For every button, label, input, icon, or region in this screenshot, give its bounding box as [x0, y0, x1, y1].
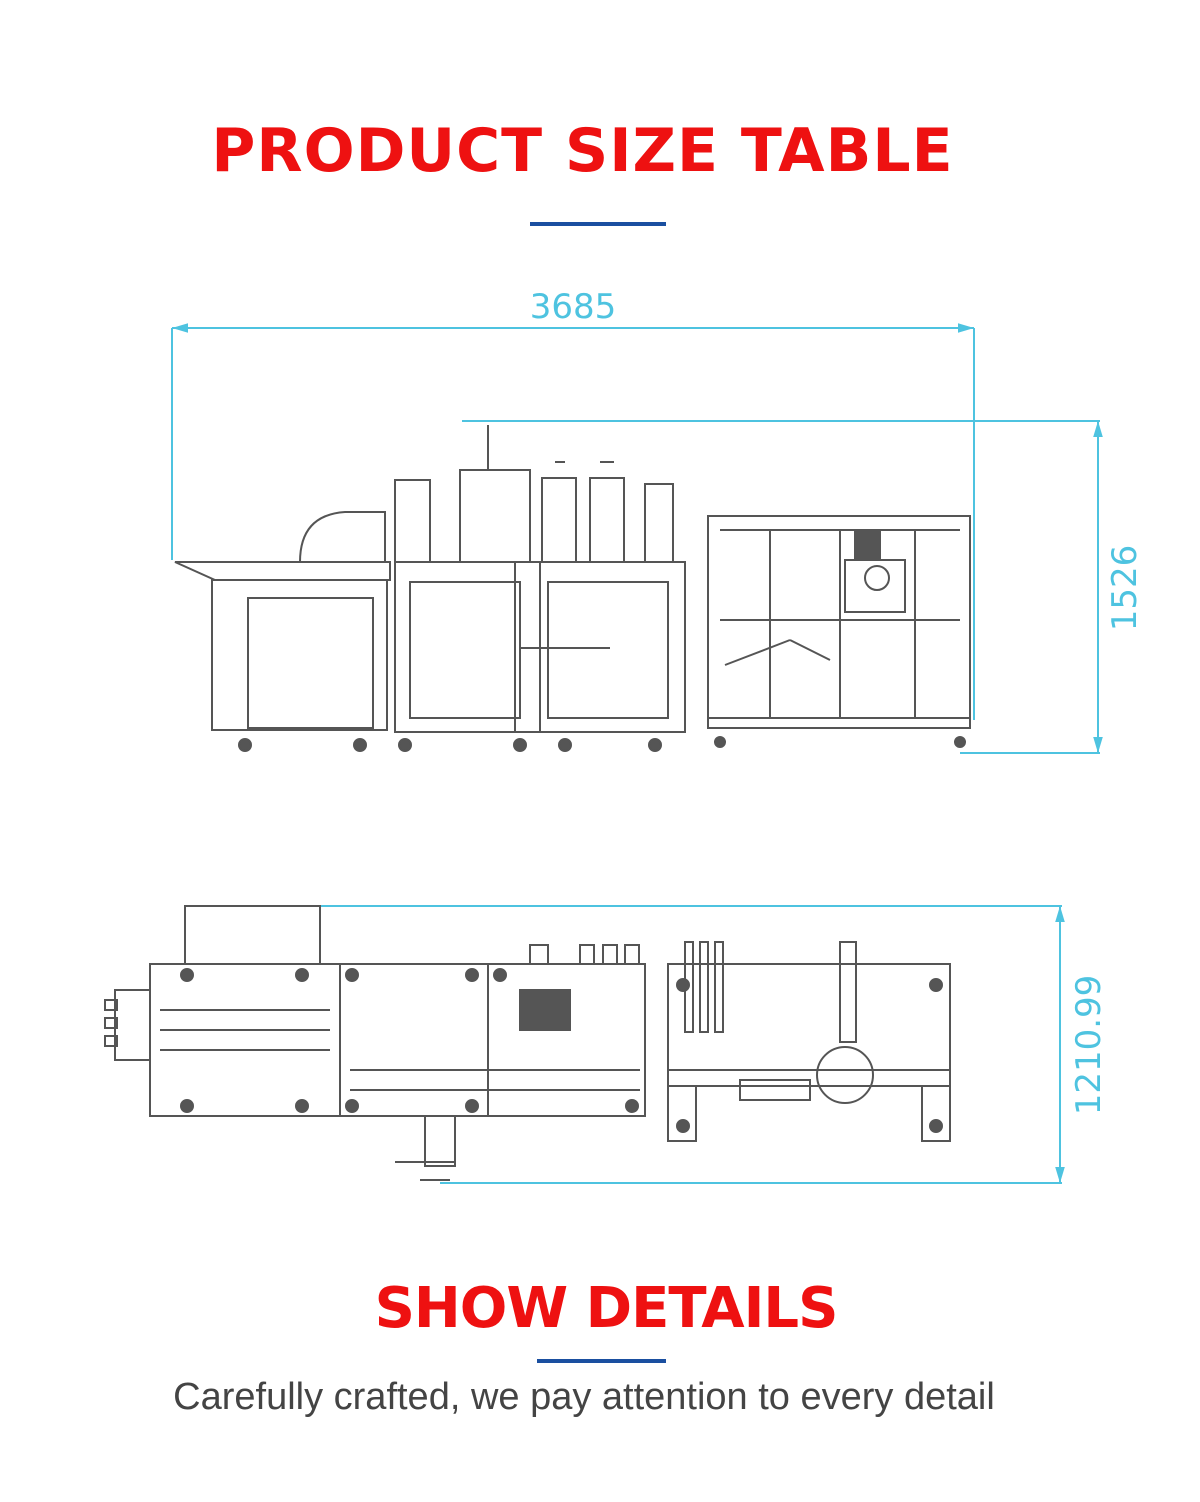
dimension-lines: [171, 323, 1103, 1184]
height-dimension: 1526: [1105, 545, 1145, 632]
machine-side-view: [174, 425, 971, 752]
product-size-title: PRODUCT SIZE TABLE: [211, 116, 954, 186]
machine-top-view: [104, 905, 951, 1181]
details-underline: [537, 1359, 666, 1363]
length-dimension: 3685: [530, 287, 617, 327]
details-subtitle: Carefully crafted, we pay attention to e…: [173, 1376, 995, 1418]
title-underline: [530, 222, 666, 226]
show-details-title: SHOW DETAILS: [374, 1276, 839, 1341]
width-dimension: 1210.99: [1069, 975, 1109, 1116]
